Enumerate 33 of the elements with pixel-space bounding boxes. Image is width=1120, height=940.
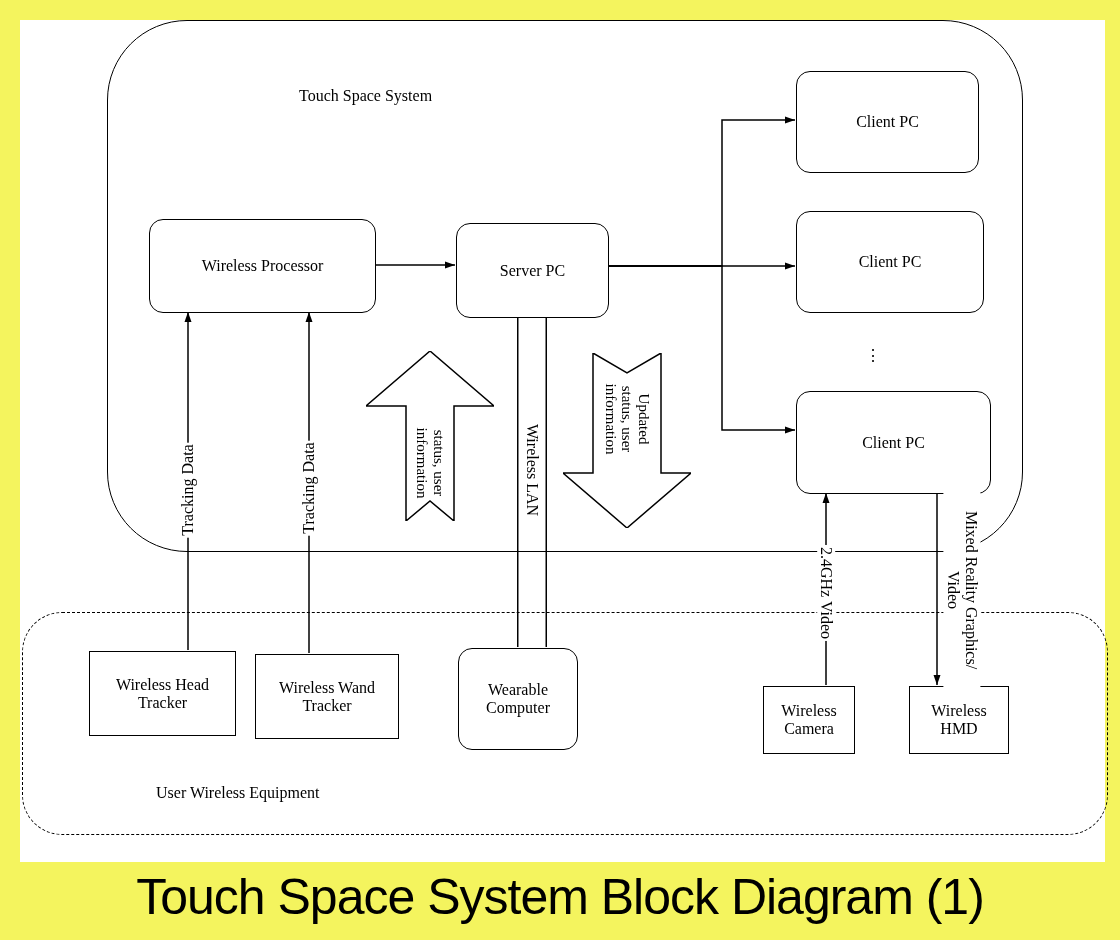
process-box <box>149 219 376 313</box>
box-label: Wireless HMD <box>930 702 988 738</box>
device-box <box>763 686 855 754</box>
arrow-label: Updated status, user information <box>602 382 652 457</box>
process-box <box>796 211 984 313</box>
edge-label: Mixed Reality Graphics/ Video <box>943 490 981 690</box>
process-box <box>458 648 578 750</box>
box-label: Wireless Processor <box>200 257 325 275</box>
process-box <box>796 391 991 494</box>
group-title: Touch Space System <box>299 87 433 105</box>
process-box <box>796 71 979 173</box>
device-box <box>909 686 1009 754</box>
box-label: Wireless Head Tracker <box>114 675 211 712</box>
arrow-label: status, user information <box>413 426 447 501</box>
edge-label: Tracking Data <box>178 442 198 538</box>
arrow <box>374 261 456 269</box>
box-label: Client PC <box>855 113 920 131</box>
diagram-title: Touch Space System Block Diagram (1) <box>135 868 985 926</box>
group-title: User Wireless Equipment <box>156 784 320 802</box>
arrow <box>933 492 941 686</box>
box-label: Server PC <box>498 261 567 280</box>
process-box <box>456 223 609 318</box>
link-band <box>517 317 547 647</box>
arrow <box>607 265 796 434</box>
box-label: Wireless Camera <box>780 702 838 738</box>
ellipsis-mark: ⋮ <box>864 346 882 366</box>
box-label: Client PC <box>861 433 926 452</box>
device-box <box>255 654 399 739</box>
edge-label: Tracking Data <box>299 440 319 536</box>
box-label: Wireless Wand Tracker <box>278 678 376 715</box>
device-box <box>89 651 236 736</box>
box-label: Wearable Computer <box>485 681 551 717</box>
box-label: Client PC <box>857 253 923 271</box>
